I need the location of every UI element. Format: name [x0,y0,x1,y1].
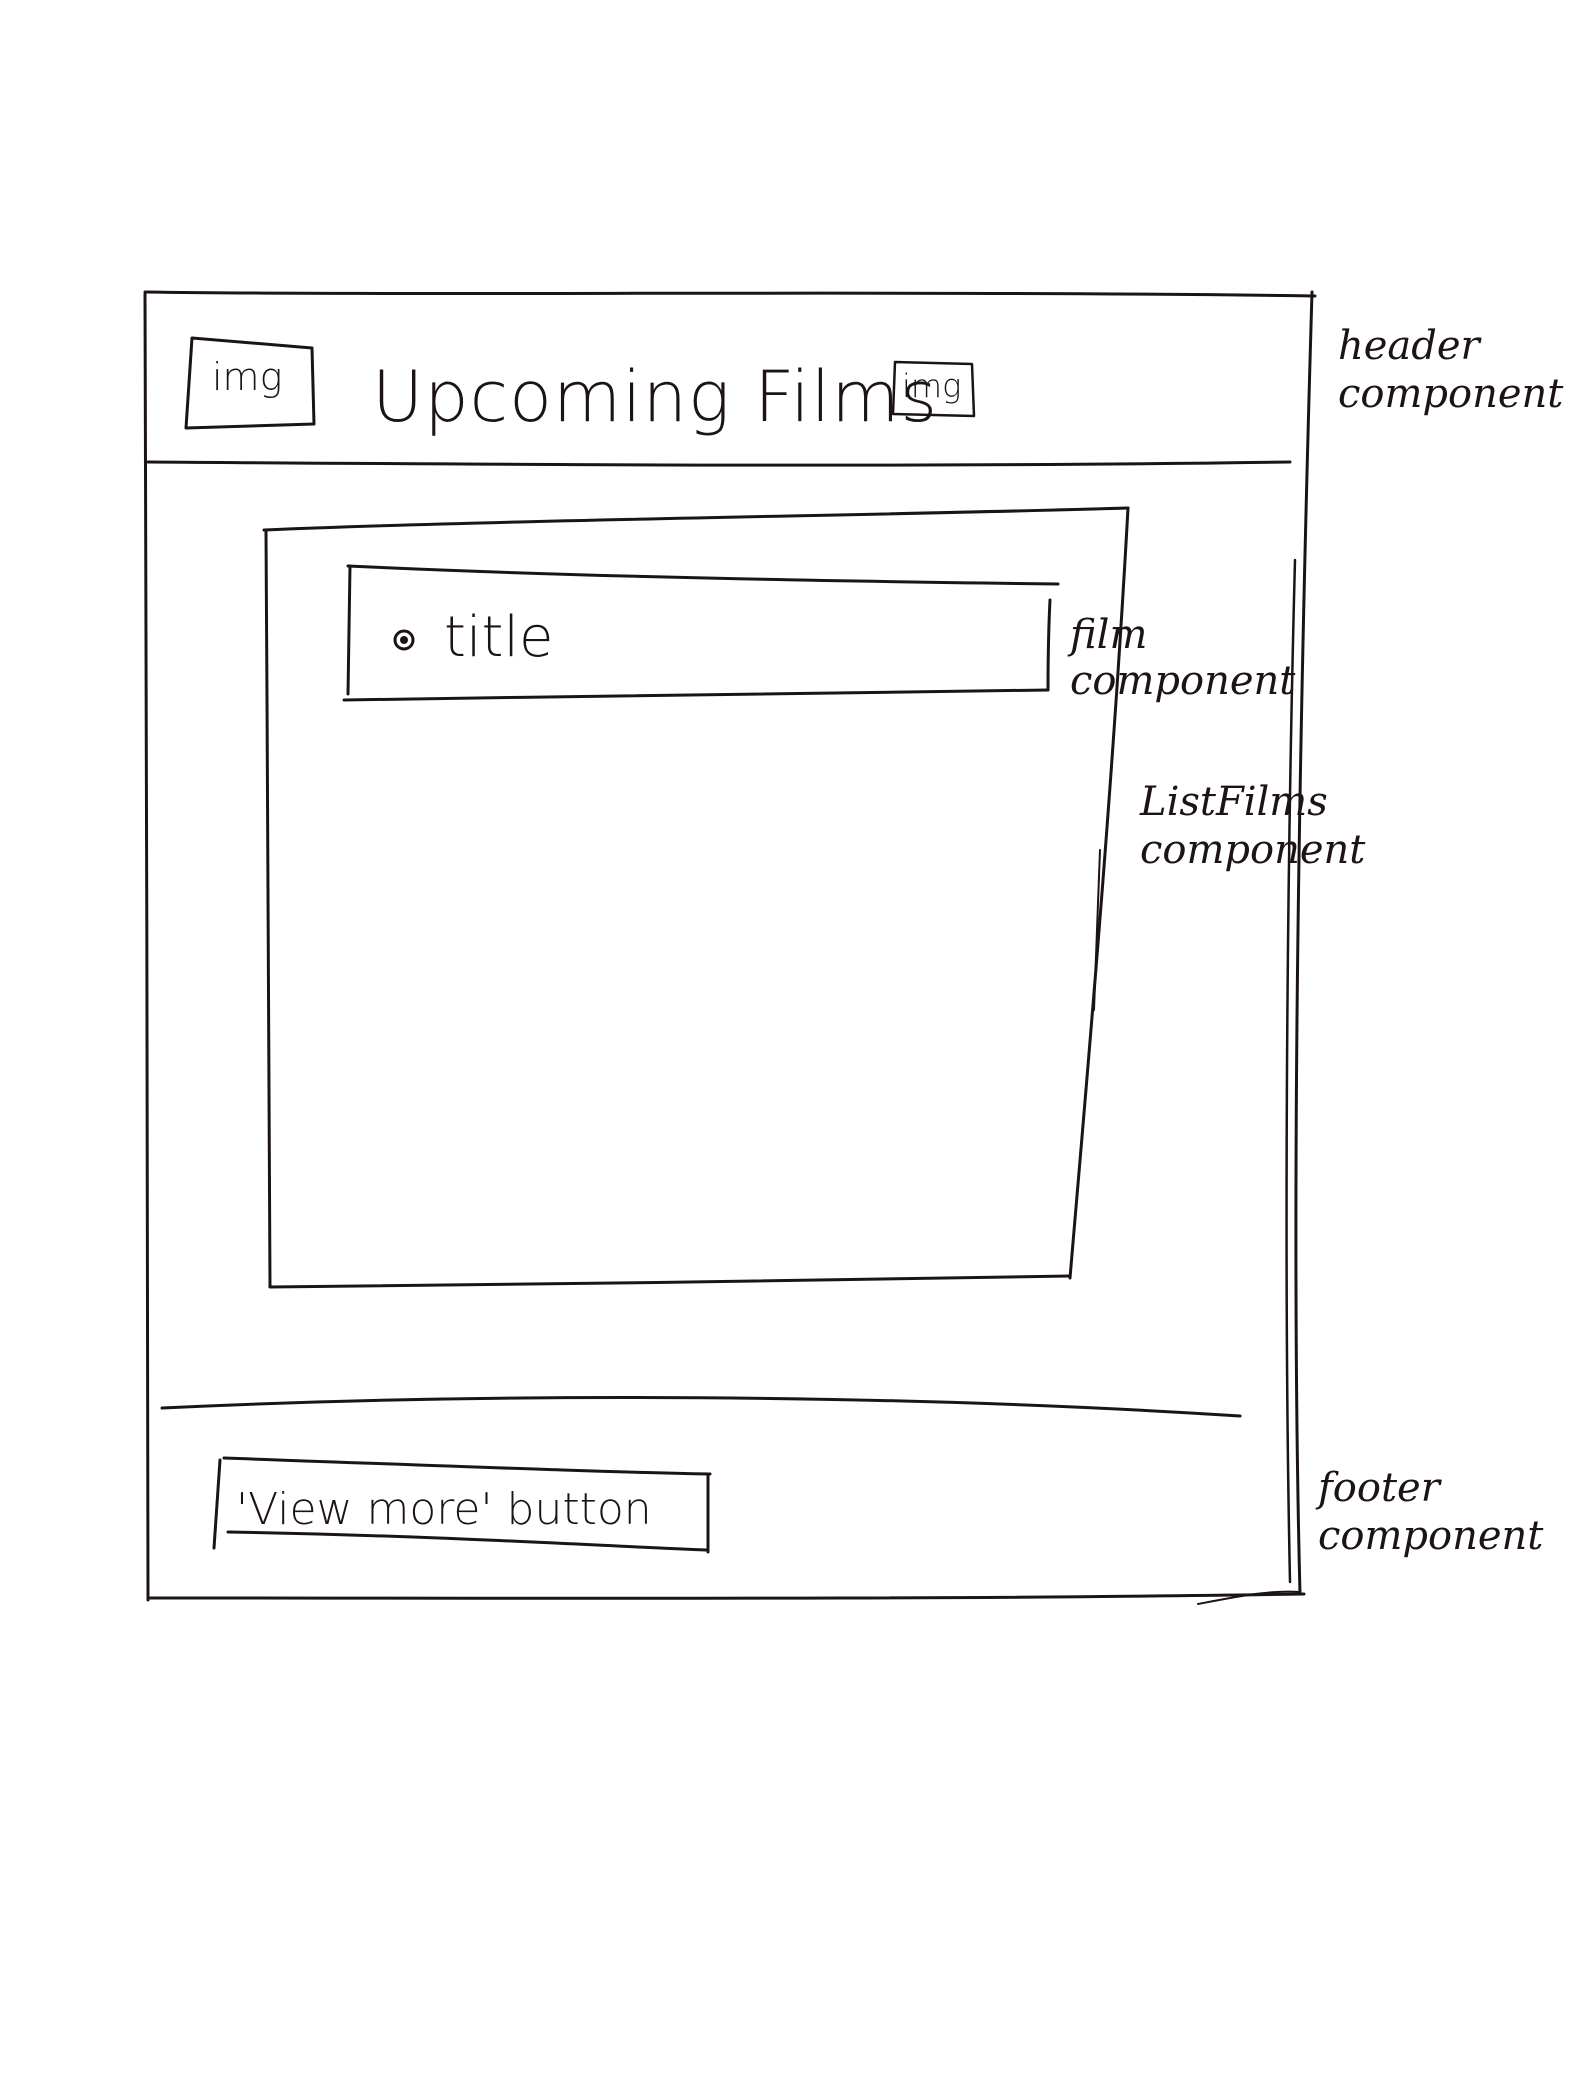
footer-component-note-line2: component [1318,1513,1544,1559]
footer-component-note: footer component [1318,1464,1543,1560]
header-component-note-line1: header [1338,323,1480,369]
page-frame [143,290,1317,1605]
header-component-note: header component [1338,322,1563,418]
footer-component-note-line1: footer [1318,1465,1440,1511]
film-component-note-line2: component [1070,658,1296,704]
film-component-box [342,564,1060,702]
header-left-image-label: img [212,355,283,399]
film-component-note: film component [1070,612,1295,704]
list-films-component-note-line1: ListFilms [1140,779,1328,825]
view-more-button-box [212,1456,712,1554]
film-component-note-line1: film [1070,612,1148,658]
list-films-component-note: ListFilms component [1140,778,1365,874]
page-title: Upcoming Films [372,356,938,438]
film-bullet-icon [393,629,415,651]
list-films-container [262,506,1130,1289]
header-left-image-box [184,336,316,430]
film-title: title [444,605,554,670]
header-divider [146,460,1292,467]
header-right-image-box [891,360,976,418]
footer-divider [160,1396,1242,1418]
header-right-image-label: img [902,367,962,405]
header-component-note-line2: component [1338,371,1564,417]
view-more-button[interactable]: 'View more' button [236,1484,652,1535]
list-films-component-note-line2: component [1140,827,1366,873]
